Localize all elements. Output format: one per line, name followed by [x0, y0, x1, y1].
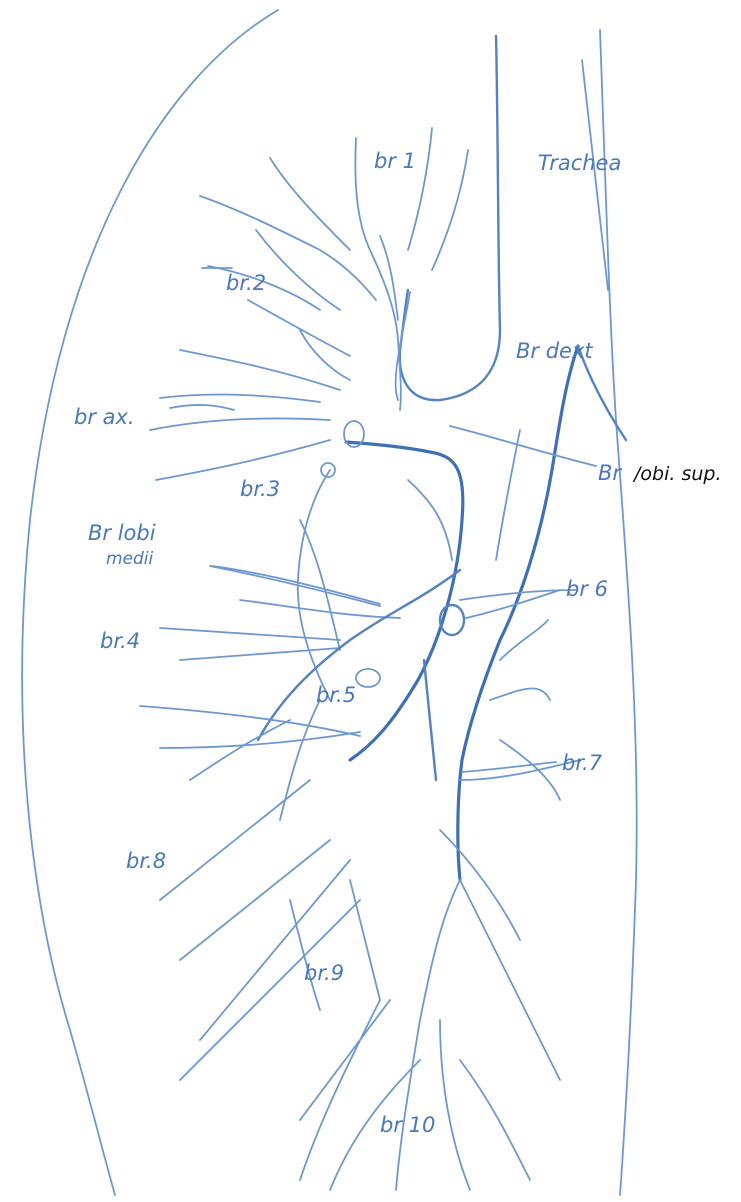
label-br-lobi-medii-1: Br lobi [88, 521, 156, 545]
label-trachea: Trachea [538, 151, 621, 175]
label-br3: br.3 [240, 477, 280, 501]
label-br5: br.5 [316, 683, 356, 707]
label-br4: br.4 [100, 629, 140, 653]
label-br9: br.9 [304, 961, 344, 985]
label-br-lobi-sup-suffix: /obi. sup. [632, 463, 722, 485]
label-br2: br.2 [226, 271, 266, 295]
label-br-lobi-sup-prefix: Br [598, 461, 622, 485]
lower-branches [140, 706, 580, 1190]
trachea-shape [396, 36, 500, 400]
label-br1: br 1 [374, 149, 416, 173]
label-br-lobi-medii-2: medii [106, 549, 154, 569]
lung-outline [22, 10, 637, 1195]
label-br6: br 6 [566, 577, 608, 601]
label-br-ax: br ax. [74, 405, 135, 429]
labels: br 1 Trachea br.2 Br dext br ax. Br /obi… [74, 149, 722, 1137]
upper-branches [150, 128, 468, 480]
label-br-dext: Br dext [516, 339, 593, 363]
label-br8: br.8 [126, 849, 166, 873]
label-br10: br 10 [380, 1113, 435, 1137]
label-br7: br.7 [562, 751, 603, 775]
middle-branches [160, 430, 576, 820]
